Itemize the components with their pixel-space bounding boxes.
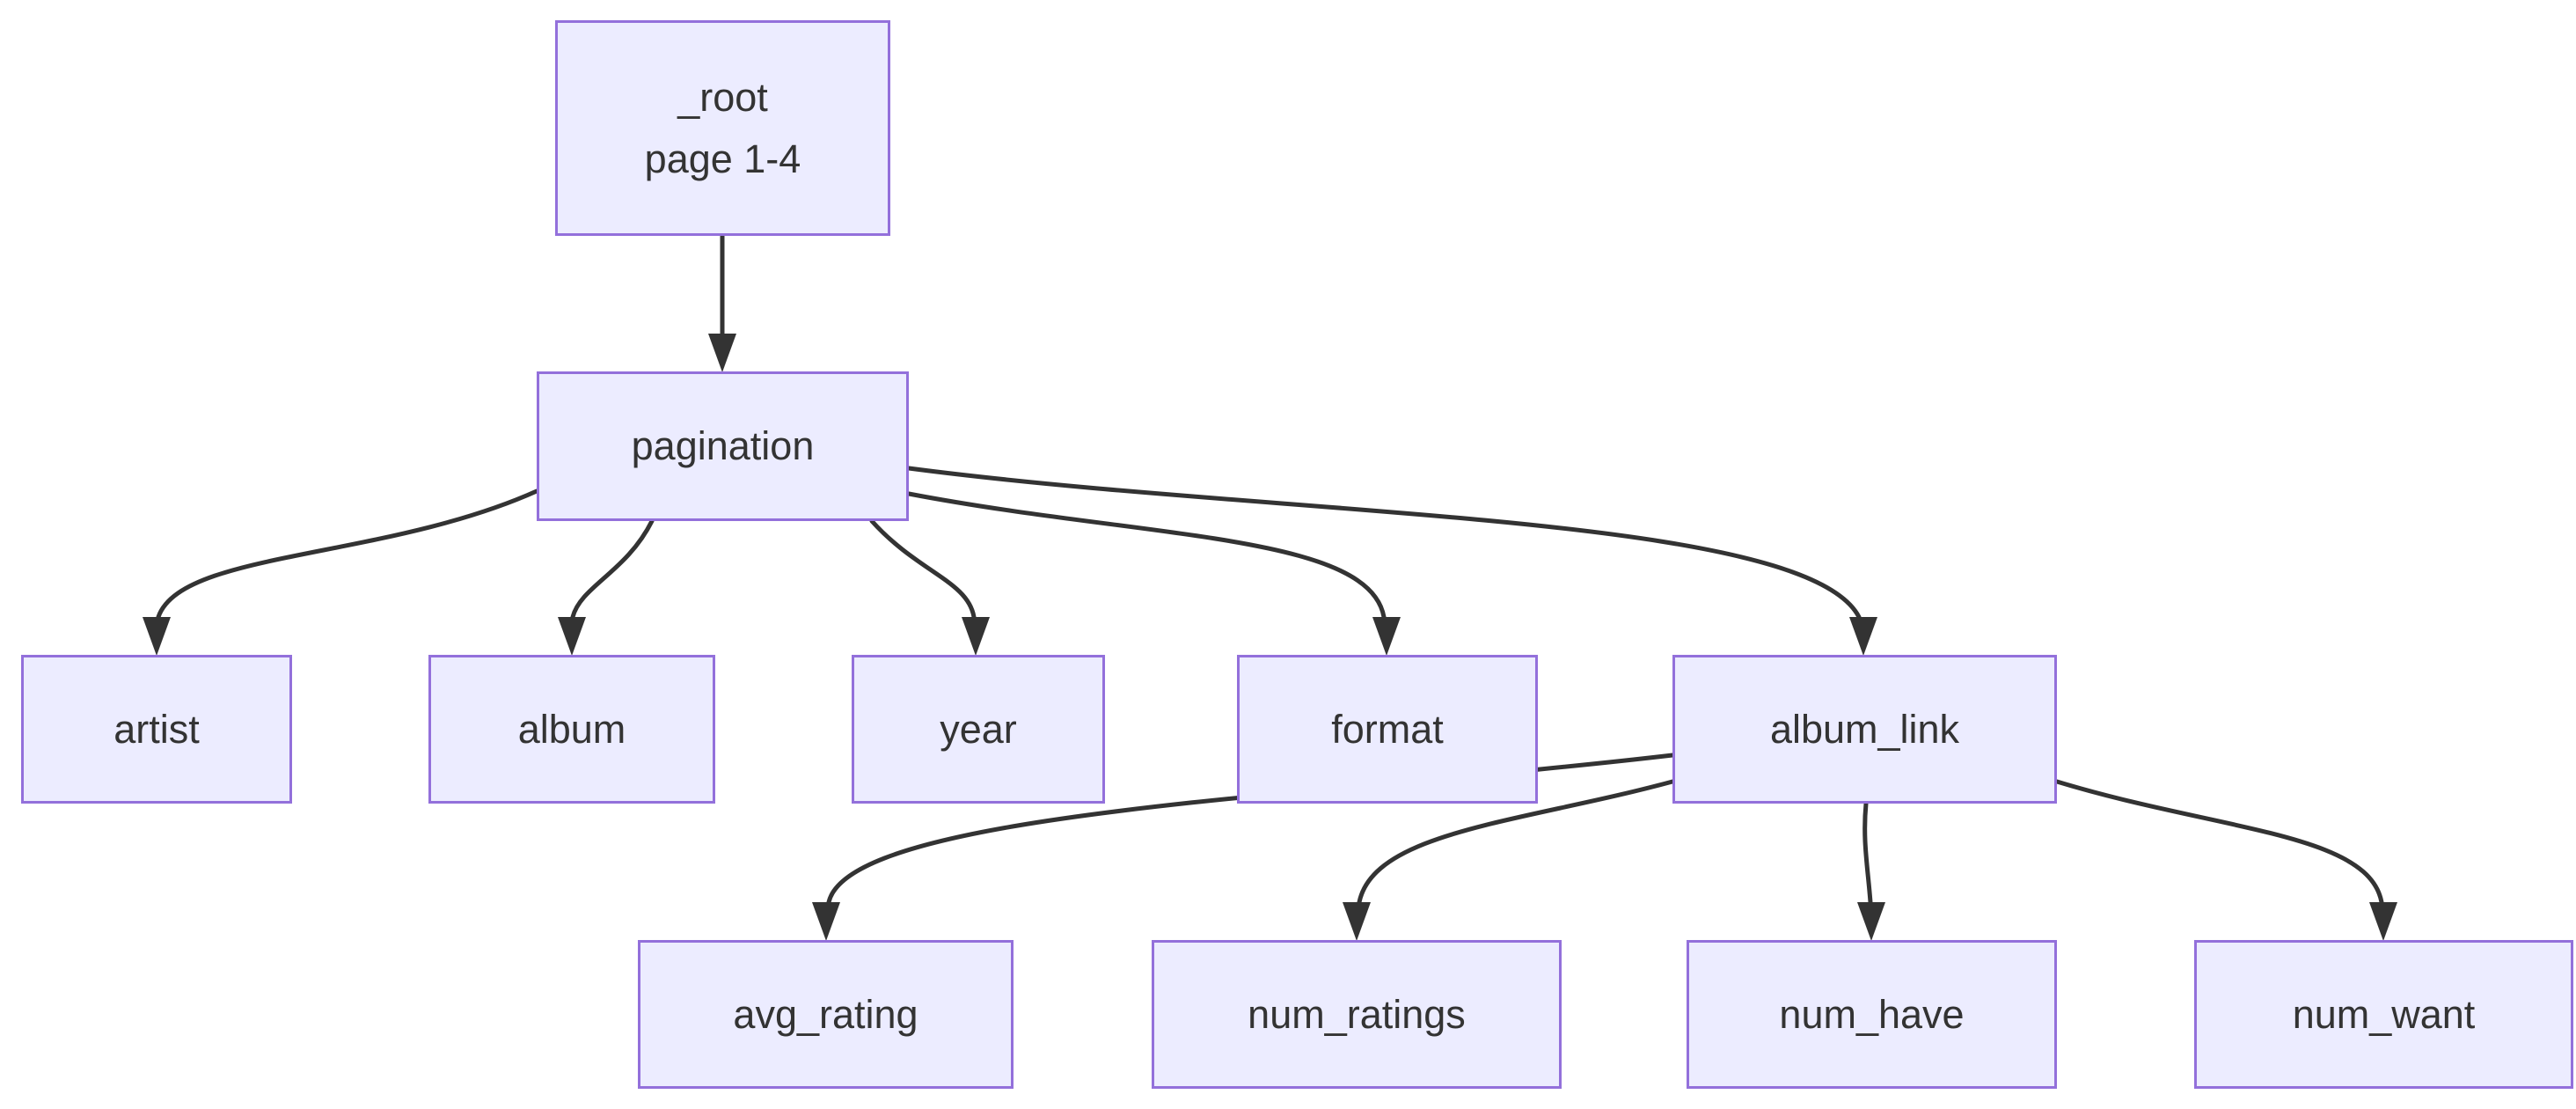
arrowhead-icon-album_link-num_want (2369, 902, 2397, 941)
node-_root-label: _root (677, 74, 768, 120)
node-num_ratings: num_ratings (1152, 940, 1562, 1089)
arrowhead-icon-pagination-artist (143, 617, 171, 656)
edge-pagination-artist (156, 488, 539, 620)
node-pagination: pagination (537, 371, 909, 521)
arrowhead-icon-album_link-num_have (1857, 902, 1885, 941)
arrowhead-icon-pagination-year (962, 617, 990, 656)
arrowhead-icon-_root-pagination (708, 334, 736, 372)
edge-pagination-format (906, 491, 1387, 620)
node-format: format (1237, 655, 1538, 804)
edge-pagination-year (869, 518, 977, 620)
node-num_have: num_have (1687, 940, 2057, 1089)
arrowhead-icon-pagination-album (558, 617, 586, 656)
arrowhead-icon-pagination-format (1372, 617, 1401, 656)
node-_root-label: page 1-4 (644, 136, 801, 181)
edge-album_link-num_want (2054, 779, 2384, 905)
arrowhead-icon-album_link-avg_rating (812, 902, 840, 941)
node-album-label: album (517, 706, 626, 752)
node-num_want-label: num_want (2292, 991, 2476, 1037)
arrowhead-icon-pagination-album_link (1849, 617, 1877, 656)
node-album: album (428, 655, 715, 804)
node-avg_rating: avg_rating (638, 940, 1014, 1089)
node-album_link-label: album_link (1769, 706, 1960, 752)
edge-album_link-num_have (1862, 801, 1873, 905)
node-avg_rating-label: avg_rating (733, 991, 918, 1037)
edge-album_link-num_ratings (1357, 779, 1675, 905)
edge-pagination-album (570, 518, 655, 620)
node-num_want: num_want (2194, 940, 2573, 1089)
node-num_have-label: num_have (1779, 991, 1965, 1037)
edge-pagination-album_link (906, 466, 1862, 620)
node-artist-label: artist (113, 706, 200, 752)
node-year-label: year (940, 706, 1017, 752)
node-year: year (852, 655, 1105, 804)
node-artist: artist (21, 655, 292, 804)
node-pagination-label: pagination (631, 423, 815, 469)
node-num_ratings-label: num_ratings (1248, 991, 1466, 1037)
arrowhead-icon-album_link-num_ratings (1343, 902, 1371, 941)
node-format-label: format (1331, 706, 1444, 752)
node-album_link: album_link (1672, 655, 2057, 804)
